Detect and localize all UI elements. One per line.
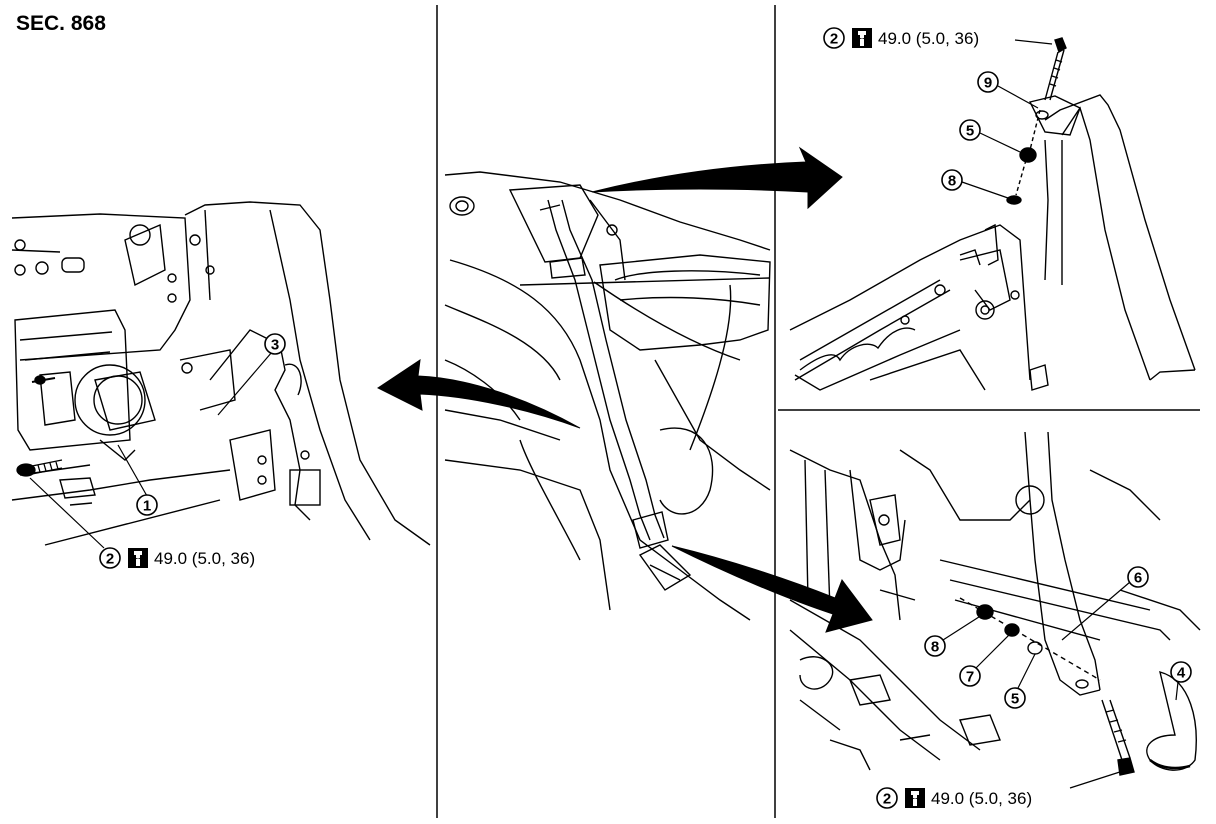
torque-wrench-icon: [852, 28, 872, 48]
svg-text:1: 1: [143, 498, 151, 515]
anchor-bolt: [16, 459, 63, 477]
callout-5-upper: 5: [959, 119, 981, 141]
callout-5-lower: 5: [1004, 687, 1026, 709]
callout-2-lower: 2: [876, 787, 898, 809]
svg-text:7: 7: [966, 669, 974, 686]
callout-2-upper: 2: [823, 27, 845, 49]
svg-text:5: 5: [966, 123, 974, 140]
svg-text:2: 2: [883, 791, 891, 808]
svg-text:6: 6: [1134, 570, 1142, 587]
torque-label-lower: 49.0 (5.0, 36): [905, 788, 1032, 808]
callout-4: 4: [1170, 661, 1192, 683]
callout-3: 3: [264, 333, 286, 355]
svg-text:5: 5: [1011, 691, 1019, 708]
torque-label-upper: 49.0 (5.0, 36): [852, 28, 979, 48]
svg-text:2: 2: [830, 31, 838, 48]
callout-8-lower: 8: [924, 635, 946, 657]
torque-wrench-icon: [905, 788, 925, 808]
callout-8-upper: 8: [941, 169, 963, 191]
svg-text:8: 8: [931, 639, 939, 656]
pointer-arrows: [377, 146, 873, 633]
svg-text:9: 9: [984, 75, 992, 92]
section-number: SEC. 868: [16, 12, 106, 35]
panel-dividers: [436, 5, 1200, 818]
svg-text:4: 4: [1177, 665, 1186, 682]
arrow-to-retractor: [377, 358, 581, 429]
upper-right-leader-lines: [961, 39, 1053, 199]
lower-right-leader-lines: [942, 581, 1179, 789]
upper-right-illustration: [789, 37, 1196, 391]
arrow-to-upper-anchor: [591, 146, 843, 210]
callout-6: 6: [1127, 566, 1149, 588]
callout-1: 1: [136, 494, 158, 516]
svg-text:8: 8: [948, 173, 956, 190]
left-panel-illustration: [11, 201, 431, 546]
center-panel-illustration: [444, 171, 771, 621]
torque-wrench-icon: [128, 548, 148, 568]
left-leader-lines: [29, 351, 273, 549]
callout-2-left: 2: [99, 547, 121, 569]
svg-text:49.0 (5.0, 36): 49.0 (5.0, 36): [878, 29, 979, 48]
svg-text:49.0 (5.0, 36): 49.0 (5.0, 36): [154, 549, 255, 568]
svg-text:3: 3: [271, 337, 279, 354]
svg-text:49.0 (5.0, 36): 49.0 (5.0, 36): [931, 789, 1032, 808]
torque-label-left: 49.0 (5.0, 36): [128, 548, 255, 568]
callout-9: 9: [977, 71, 999, 93]
lower-right-illustration: [789, 431, 1201, 776]
svg-text:2: 2: [106, 551, 114, 568]
callout-7: 7: [959, 665, 981, 687]
arrow-to-lower-anchor: [671, 545, 873, 633]
